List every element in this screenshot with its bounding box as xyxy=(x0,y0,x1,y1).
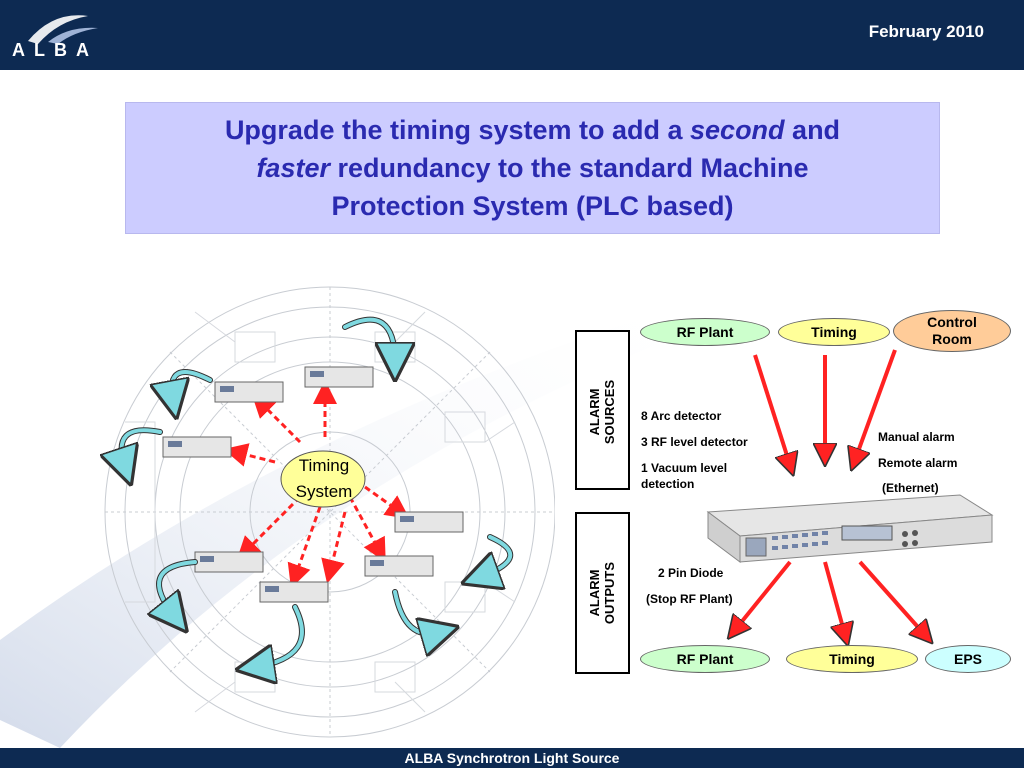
title-emphasis-faster: faster xyxy=(256,153,330,183)
note-manual-alarm: Manual alarm xyxy=(878,430,955,444)
timing-device-icon xyxy=(162,366,464,603)
alarm-sources-box xyxy=(575,330,630,490)
alba-logo-icon xyxy=(28,15,98,44)
source-timing: Timing xyxy=(778,318,890,346)
output-rf-plant: RF Plant xyxy=(640,645,770,673)
alarm-sources-label: ALARM SOURCES xyxy=(587,379,617,445)
alarm-outputs-label: ALARM OUTPUTS xyxy=(587,561,617,625)
alarm-outputs-box xyxy=(575,512,630,674)
output-eps: EPS xyxy=(925,645,1011,673)
note-ethernet: (Ethernet) xyxy=(882,481,939,495)
note-vacuum-detection: detection xyxy=(641,477,695,491)
header-bar: ALBA February 2010 xyxy=(0,0,1024,70)
note-pin-diode: 2 Pin Diode xyxy=(658,566,724,580)
mps-device-icon xyxy=(706,494,994,563)
timing-system-node xyxy=(280,450,366,508)
alarm-diagram xyxy=(706,349,994,690)
accelerator-floor-plan xyxy=(95,286,555,738)
note-remote-alarm: Remote alarm xyxy=(878,456,958,470)
timing-system-label: Timing System xyxy=(295,456,353,501)
footer-bar: ALBA Synchrotron Light Source xyxy=(0,748,1024,768)
note-vacuum-level: 1 Vacuum level xyxy=(641,461,728,475)
title-emphasis-second: second xyxy=(690,115,785,145)
slide-title: Upgrade the timing system to add a secon… xyxy=(125,102,940,234)
logo-text: ALBA xyxy=(12,40,98,60)
header-date: February 2010 xyxy=(868,22,984,41)
note-stop-rf-plant: (Stop RF Plant) xyxy=(646,592,733,606)
note-rf-level-detector: 3 RF level detector xyxy=(641,435,748,449)
source-control-room: Control Room xyxy=(893,310,1011,352)
note-arc-detector: 8 Arc detector xyxy=(641,409,722,423)
output-timing: Timing xyxy=(786,645,918,673)
source-rf-plant: RF Plant xyxy=(640,318,770,346)
